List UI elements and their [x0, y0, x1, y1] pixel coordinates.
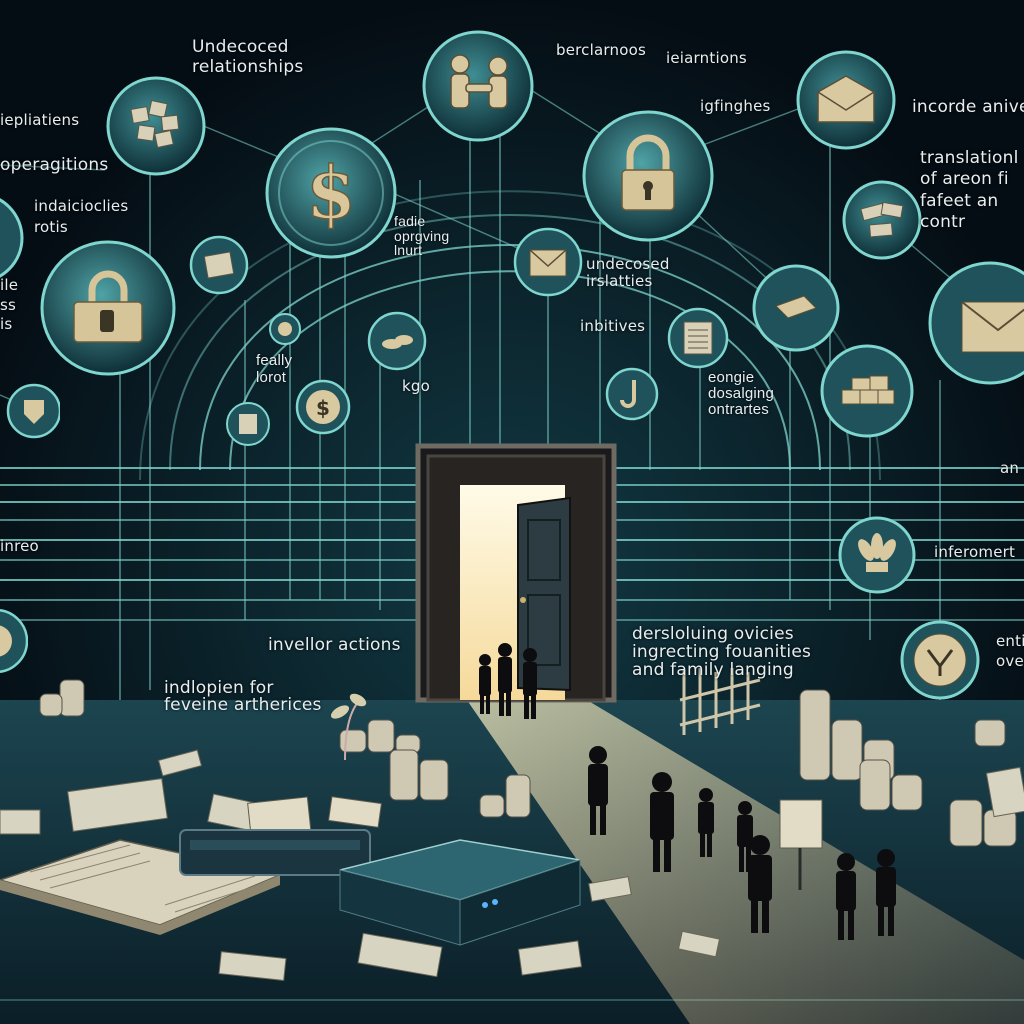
label-undecoced-relationships: Undecoced relationships — [192, 37, 304, 77]
node-gold-bars — [818, 342, 916, 440]
emblem-icon — [900, 620, 980, 700]
padlock-icon — [582, 110, 714, 242]
node-dollar-small: $ — [294, 378, 352, 436]
envelope-icon — [796, 50, 896, 150]
label-incorde-anive: incorde anive — [912, 97, 1024, 117]
documents-icon — [106, 76, 206, 176]
sign-post — [779, 799, 823, 890]
node-bills-right — [750, 262, 842, 354]
briefcase-device — [179, 829, 371, 876]
node-papers-right — [840, 178, 924, 262]
node-envelope-big — [922, 258, 1024, 388]
envelope-icon — [513, 227, 583, 297]
label-inbitives: inbitives — [580, 317, 646, 335]
label-operagitions: operagitions — [0, 155, 109, 175]
node-left-edge-top — [0, 190, 24, 286]
documents-icon — [752, 264, 840, 352]
node-wheat — [836, 514, 918, 596]
label-inreo: inreo — [0, 537, 39, 555]
label-fadie: fadie oprgving lnurt — [394, 213, 450, 259]
coins-icon — [367, 311, 427, 371]
node-book-small — [188, 234, 250, 296]
label-kgo: kgo — [402, 377, 430, 395]
doorway — [415, 443, 617, 703]
coin-stacks — [39, 679, 1017, 847]
plant-sprout — [330, 693, 367, 761]
label-indlopien: indlopien for feveine artherices — [164, 678, 322, 715]
ledger-icon — [667, 307, 729, 369]
shield-icon — [6, 383, 60, 439]
gold-bars-icon — [820, 344, 914, 438]
handshake-icon — [422, 30, 534, 142]
node-envelope-top — [794, 48, 898, 152]
label-invellor-actions: invellor actions — [268, 635, 401, 655]
node-coin-small — [268, 312, 302, 346]
dollar-icon: $ — [265, 127, 397, 259]
label-translationl: translationl of areon fi fafeet an contr — [920, 148, 1019, 232]
label-undecosed-irslatties: undecosed irslatties — [586, 255, 670, 291]
emblem-icon — [0, 608, 28, 674]
fence — [679, 668, 761, 735]
node-handshake — [420, 28, 536, 144]
node-padlock-large — [580, 108, 716, 244]
node-emblem — [898, 618, 982, 702]
coin-icon — [269, 313, 301, 345]
walking-figures — [479, 643, 896, 940]
label-berclarnoos: berclarnoos — [556, 41, 646, 59]
label-igfinghes: igfinghes — [700, 97, 771, 115]
wheat-icon — [838, 516, 916, 594]
label-ieiarntions: ieiarntions — [666, 49, 747, 67]
label-enti: enti ove — [996, 632, 1024, 670]
hook-icon — [605, 367, 659, 421]
padlock-icon — [40, 240, 176, 376]
node-shield-left — [4, 380, 60, 442]
node-ledger — [666, 306, 730, 370]
svg-text:$: $ — [306, 150, 356, 235]
documents-icon — [226, 402, 270, 446]
server-device — [339, 839, 581, 946]
circuit-horizontal-lines — [0, 467, 1024, 621]
node-hook — [604, 366, 660, 422]
label-feally: feally lorot — [256, 352, 293, 387]
node-left-edge-bottom — [0, 606, 28, 676]
label-eongie: eongie dosalging ontrartes — [708, 369, 775, 418]
node-coins-left — [366, 310, 428, 372]
documents-icon — [842, 180, 922, 260]
label-ile: ile ss is — [0, 276, 19, 333]
label-iepliatiens: iepliatiens — [0, 111, 80, 129]
lock-icon — [0, 198, 24, 278]
label-inferomert: inferomert — [934, 543, 1016, 561]
dollar-icon: $ — [295, 379, 351, 435]
svg-text:$: $ — [316, 396, 330, 420]
node-doc-small — [224, 400, 272, 448]
label-dersloluing: dersloluing ovicies ingrecting fouanitie… — [632, 624, 812, 680]
envelope-icon — [928, 261, 1024, 385]
node-dollar-large: $ — [262, 124, 400, 262]
node-envelope-center — [512, 226, 584, 298]
documents-icon — [189, 235, 249, 295]
label-an: an — [1000, 459, 1020, 477]
label-indaicioclies: indaicioclies rotis — [34, 197, 129, 236]
node-documents — [104, 74, 208, 178]
node-padlock-left — [38, 238, 178, 378]
